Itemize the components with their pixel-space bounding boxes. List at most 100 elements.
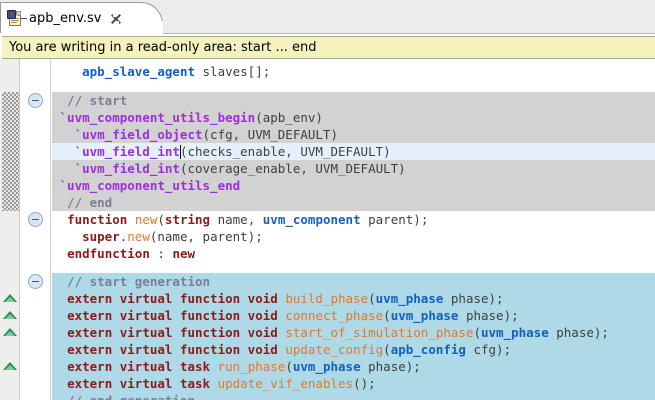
annotation-ruler[interactable] [0, 59, 20, 400]
code-editor[interactable]: apb_slave_agent slaves[]; // start `uvm_… [0, 59, 655, 400]
code-token-mac: `uvm_field_object [74, 127, 203, 142]
code-token-kw: extern virtual function void [67, 291, 278, 306]
code-token-pln [210, 359, 218, 374]
tab-title: apb_env.sv [29, 11, 102, 26]
code-token-kw: super [82, 229, 120, 244]
code-line[interactable]: apb_slave_agent slaves[]; [52, 63, 655, 80]
override-marker-icon[interactable] [3, 328, 18, 337]
code-token-pun: ( [383, 308, 391, 323]
code-token-pln [52, 376, 67, 391]
code-token-pln [52, 178, 60, 193]
code-line[interactable]: // start generation [52, 273, 655, 290]
code-token-pln [52, 144, 75, 159]
tab-active-mask [0, 33, 163, 36]
code-token-fn: run_phase [217, 359, 286, 374]
code-line[interactable]: extern virtual function void update_conf… [52, 341, 655, 358]
override-marker-icon[interactable] [3, 311, 18, 320]
code-token-fn: new [134, 212, 158, 227]
code-token-pun: ( [473, 325, 481, 340]
code-token-pln [210, 376, 218, 391]
code-token-pln: name, [210, 212, 263, 227]
close-icon[interactable] [109, 12, 122, 25]
code-line[interactable]: extern virtual function void start_of_si… [52, 324, 655, 341]
code-token-pln: : [149, 246, 173, 261]
code-token-kw: function [67, 212, 128, 227]
tab-apb-env-sv[interactable]: apb_env.sv [0, 2, 138, 34]
code-line[interactable]: extern virtual function void build_phase… [52, 290, 655, 307]
code-token-kw: extern virtual task [67, 376, 211, 391]
code-token-pln: (cfg, UVM_DEFAULT) [202, 127, 338, 142]
code-token-pln: cfg); [465, 342, 512, 357]
code-token-pln: (coverage_enable, UVM_DEFAULT) [179, 161, 406, 176]
code-token-pln: slaves[]; [195, 64, 271, 79]
code-line[interactable]: `uvm_field_object(cfg, UVM_DEFAULT) [52, 126, 655, 143]
tab-bar-divider [0, 33, 655, 34]
code-line[interactable]: `uvm_component_utils_end [52, 177, 655, 194]
code-token-mac: `uvm_field_int [74, 161, 180, 176]
code-token-pln [52, 110, 60, 125]
code-token-pln [52, 291, 67, 306]
code-token-pln [127, 212, 135, 227]
code-token-mac: `uvm_field_int [74, 144, 180, 159]
code-line[interactable]: extern virtual task update_vif_enables()… [52, 375, 655, 392]
current-line [52, 143, 655, 160]
code-line[interactable]: extern virtual function void connect_pha… [52, 307, 655, 324]
code-token-typ: uvm_phase [390, 308, 459, 323]
code-token-pun: . [119, 229, 128, 244]
code-token-pln: phase); [458, 308, 519, 323]
code-token-typ: apb_slave_agent [82, 64, 195, 79]
code-line[interactable]: extern virtual task run_phase(uvm_phase … [52, 358, 655, 375]
code-line[interactable]: super.new(name, parent); [52, 228, 655, 245]
code-token-mac: `uvm_component_utils_end [59, 178, 241, 193]
code-token-pln: (checks_enable, UVM_DEFAULT) [179, 144, 391, 159]
code-token-kw: new [172, 246, 196, 261]
code-token-pln: phase); [443, 291, 504, 306]
code-token-pun: ( [383, 342, 391, 357]
generated-block [52, 273, 655, 400]
code-line[interactable]: function new(string name, uvm_component … [52, 211, 655, 228]
override-marker-icon[interactable] [3, 362, 18, 371]
code-token-typ: uvm_phase [292, 359, 361, 374]
code-token-pln: (name, parent); [149, 229, 263, 244]
code-token-pln [52, 359, 67, 374]
code-token-cmt: // start [52, 93, 128, 108]
text-caret [179, 145, 181, 159]
code-token-kw: extern virtual function void [67, 342, 278, 357]
code-line[interactable]: // end generation [52, 392, 655, 400]
code-token-typ: uvm_component [262, 212, 361, 227]
code-line[interactable]: `uvm_field_int(coverage_enable, UVM_DEFA… [52, 160, 655, 177]
code-line[interactable]: // end [52, 194, 655, 211]
code-token-pln [52, 127, 75, 142]
code-token-kw: extern virtual task [67, 359, 211, 374]
code-token-fn: update_config [285, 342, 384, 357]
override-marker-icon[interactable] [3, 294, 18, 303]
code-token-pln: phase); [360, 359, 421, 374]
code-token-pln: phase); [548, 325, 609, 340]
code-token-kw: extern virtual function void [67, 308, 278, 323]
code-token-pln [52, 229, 82, 244]
code-line[interactable]: `uvm_component_utils_begin(apb_env) [52, 109, 655, 126]
fold-collapse-icon[interactable] [28, 274, 43, 289]
fold-collapse-icon[interactable] [28, 93, 43, 108]
code-token-pun: ( [368, 291, 376, 306]
code-token-cmt: // start generation [52, 274, 211, 289]
code-line[interactable]: // start [52, 92, 655, 109]
code-line[interactable]: endfunction : new [52, 245, 655, 262]
code-surface[interactable]: apb_slave_agent slaves[]; // start `uvm_… [52, 59, 655, 400]
code-token-pln: parent); [360, 212, 429, 227]
readonly-warning-text: You are writing in a read-only area: sta… [9, 40, 317, 55]
editor-tab-bar: apb_env.sv [0, 0, 655, 36]
code-token-fn: connect_phase [285, 308, 384, 323]
code-line[interactable]: `uvm_field_int(checks_enable, UVM_DEFAUL… [52, 143, 655, 160]
readonly-warning-banner: You are writing in a read-only area: sta… [2, 36, 655, 59]
code-token-pln: (); [353, 376, 376, 391]
code-token-fn: build_phase [285, 291, 369, 306]
code-token-pln [52, 246, 67, 261]
folding-ruler[interactable] [21, 59, 51, 400]
code-token-typ: apb_config [390, 342, 466, 357]
code-token-typ: uvm_phase [375, 291, 444, 306]
fold-collapse-icon[interactable] [28, 212, 43, 227]
code-token-fn: new [127, 229, 150, 244]
code-token-pln [52, 212, 67, 227]
code-token-kw: extern virtual function void [67, 325, 278, 340]
